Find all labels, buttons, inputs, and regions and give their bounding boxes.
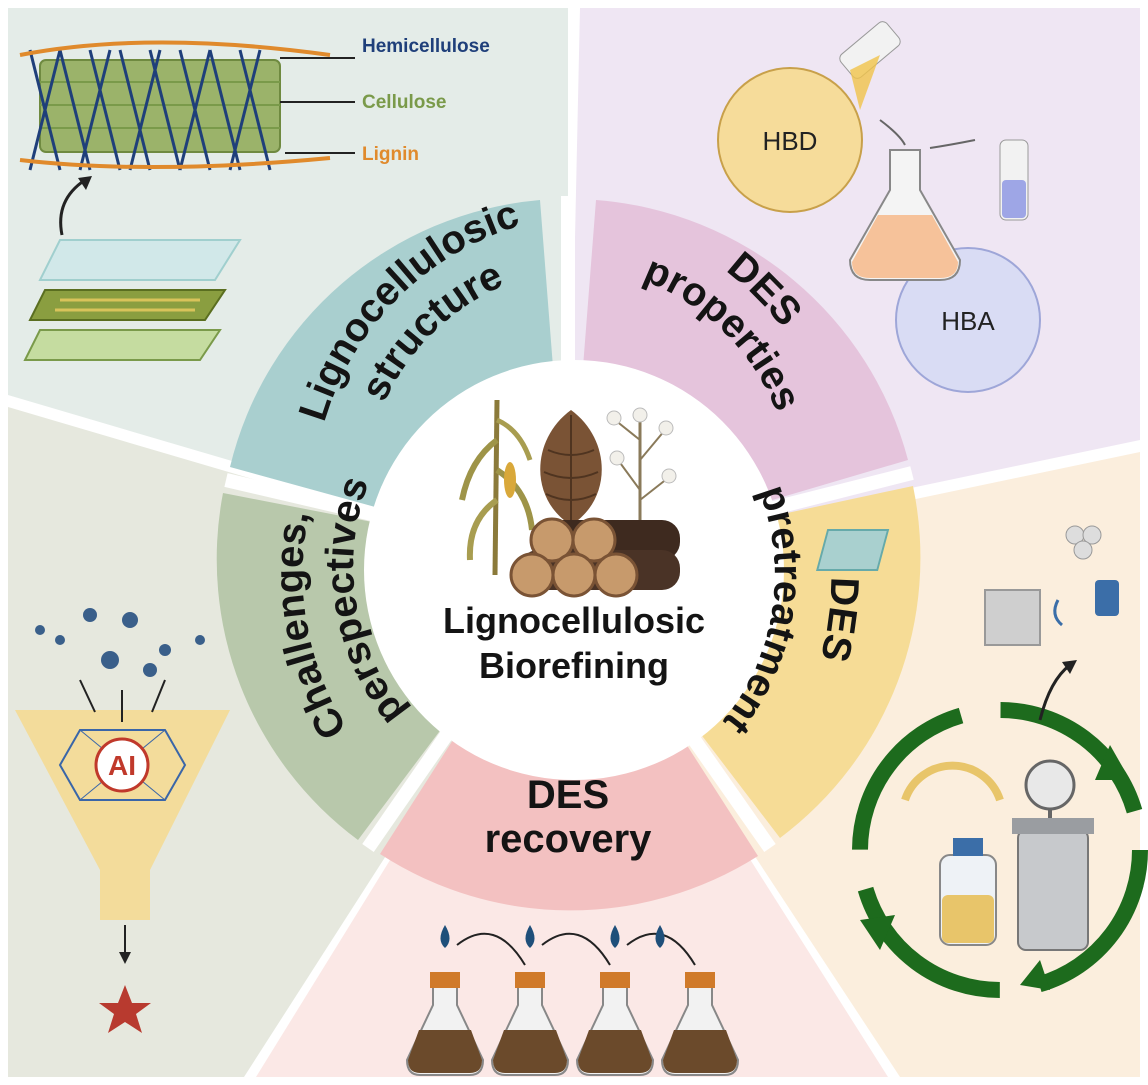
cellulose-label: Cellulose: [362, 92, 446, 113]
star-icon: [99, 985, 151, 1033]
neural-network-icon: [58, 729, 187, 801]
ai-label: AI: [108, 750, 136, 781]
reagent-bottle-icon: [939, 838, 997, 946]
recycle-loop-icon: [852, 702, 1148, 998]
funnel-icon: [15, 710, 230, 920]
recovery-flask-icon: [575, 972, 655, 1076]
hbd-tube-icon: [839, 21, 901, 110]
pretreatment-illustration: [816, 525, 1148, 998]
des-mixing-illustration: [717, 21, 1041, 393]
lignin-strand-bottom: [19, 156, 331, 170]
biomass-illustration: [459, 399, 680, 598]
droplet-icon: [440, 925, 450, 948]
droplet-icon: [610, 925, 620, 948]
hbd-bubble: [717, 67, 863, 213]
challenges-illustration: [15, 608, 230, 1033]
droplet-icon: [525, 925, 535, 948]
log-pile-icon: [509, 517, 680, 598]
transfer-arrow: [541, 932, 611, 966]
fiber-structure-illustration: [19, 40, 355, 171]
corn-stalk-icon: [459, 399, 535, 576]
hba-bubble: [895, 247, 1041, 393]
recovery-label-line2: recovery: [485, 817, 653, 861]
hbd-label: HBD: [763, 126, 818, 156]
hba-tube-icon: [999, 139, 1029, 221]
pinecone-icon: [540, 410, 602, 525]
molecule-cluster-icon: [35, 608, 205, 677]
reactor-vessel-icon: [1012, 759, 1094, 951]
recovery-flask-icon: [660, 972, 740, 1076]
hemicellulose-label: Hemicellulose: [362, 36, 490, 57]
recovery-label-line1: DES: [527, 773, 609, 817]
droplet-icon: [655, 925, 665, 948]
flask-icon: [848, 149, 962, 281]
hba-label: HBA: [941, 306, 995, 336]
recovery-flask-icon: [405, 972, 485, 1076]
recovery-flask-icon: [490, 972, 570, 1076]
zoom-arrow-head: [78, 176, 92, 190]
plant-cell-wall-icon: [23, 239, 242, 361]
products-icon: [816, 525, 1119, 646]
lignin-strand-top: [19, 40, 331, 57]
center-title-line2: Biorefining: [479, 645, 669, 686]
pressure-gauge-icon: [901, 761, 1004, 802]
flask-row: [405, 925, 740, 1076]
hemicellulose-strands: [28, 49, 272, 171]
recovery-illustration: [405, 925, 740, 1076]
lignin-label: Lignin: [362, 144, 419, 165]
transfer-arrow: [456, 932, 526, 966]
center-title-line1: Lignocellulosic: [443, 600, 705, 641]
zoom-arrow: [59, 178, 86, 236]
funnel-arrows: [79, 679, 166, 722]
